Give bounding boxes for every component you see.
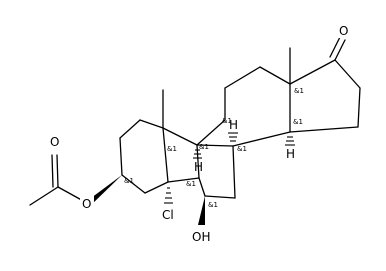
- bond: [224, 66, 261, 89]
- bond: [232, 145, 236, 199]
- stereo-label: &1: [199, 143, 209, 151]
- bond: [144, 181, 169, 194]
- bond: [167, 177, 200, 183]
- wedge-bond: [198, 196, 205, 225]
- bond: [329, 36, 341, 58]
- bond: [334, 39, 346, 61]
- bond: [56, 154, 59, 188]
- atom-hydrogen: H: [194, 160, 203, 174]
- bond: [259, 66, 291, 85]
- bond: [196, 119, 226, 146]
- hashed-bonds: [164, 132, 295, 204]
- bond: [119, 137, 123, 176]
- stereo-label: &1: [167, 145, 177, 153]
- atom-oxygen-carbonyl: O: [50, 135, 59, 149]
- stereo-label: &1: [237, 145, 247, 153]
- atom-oxygen-ketone: O: [339, 24, 348, 38]
- stereo-labels: &1 &1 &1 &1 &1 &1 &1 &1 &1: [124, 87, 304, 209]
- stereo-label: &1: [186, 180, 196, 188]
- bond-lines: [29, 36, 361, 206]
- bond: [232, 131, 291, 147]
- atom-hydrogen: H: [286, 147, 295, 161]
- stereo-label: &1: [124, 177, 134, 185]
- bond: [51, 154, 54, 188]
- wedge-bonds: [87, 175, 205, 225]
- bond: [162, 127, 198, 146]
- bond: [289, 59, 336, 85]
- bond: [119, 119, 141, 139]
- atom-oxygen-ester: O: [82, 197, 91, 211]
- bond: [357, 87, 361, 128]
- stereo-label: &1: [294, 87, 304, 95]
- atom-chlorine: Cl: [162, 208, 174, 222]
- stereo-label: &1: [222, 117, 232, 125]
- bond: [289, 126, 359, 133]
- bond: [121, 174, 146, 194]
- bond: [162, 127, 169, 183]
- atom-hydroxyl: OH: [192, 230, 210, 244]
- stereo-label: &1: [293, 118, 303, 126]
- bond: [334, 59, 361, 89]
- atom-labels: O O O Cl OH H H H: [48, 24, 351, 244]
- bond: [29, 186, 59, 206]
- bond: [139, 119, 164, 129]
- stereo-label: &1: [208, 201, 218, 209]
- wedge-bond: [87, 175, 122, 207]
- atom-hydrogen: H: [229, 118, 238, 132]
- bond: [196, 144, 234, 147]
- bond: [204, 195, 236, 199]
- bond: [198, 177, 206, 197]
